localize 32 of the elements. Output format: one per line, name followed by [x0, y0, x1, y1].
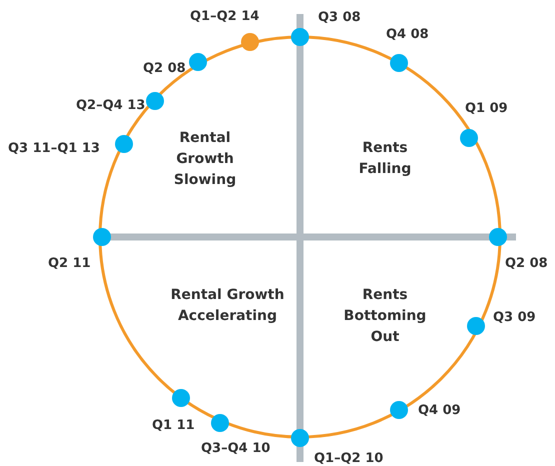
timeline-dot	[291, 28, 309, 46]
quadrant-label: Rental Growth Accelerating	[170, 286, 286, 326]
timeline-dot	[146, 92, 164, 110]
date-label: Q2 11	[48, 256, 91, 271]
quadrant-label: Rents Bottoming Out	[342, 286, 428, 347]
timeline-dot	[460, 129, 478, 147]
timeline-dot	[291, 429, 309, 447]
timeline-dot	[172, 389, 190, 407]
timeline-dot	[467, 317, 485, 335]
date-label: Q3 08	[318, 10, 361, 25]
timeline-dot	[115, 135, 133, 153]
date-label: Q1 11	[152, 418, 195, 433]
date-label: Q2 08	[143, 61, 186, 76]
quadrant-label: Rents Falling	[358, 139, 412, 179]
timeline-dot	[241, 33, 259, 51]
date-label: Q2–Q4 13	[76, 98, 146, 113]
date-label: Q1–Q2 10	[314, 451, 384, 466]
date-label: Q2 08	[505, 256, 548, 271]
date-label: Q3–Q4 10	[201, 441, 270, 456]
timeline-dot	[189, 53, 207, 71]
date-label: Q3 09	[493, 310, 536, 325]
quadrant-label: Rental Growth Slowing	[172, 129, 238, 190]
timeline-dot	[390, 54, 408, 72]
timeline-dot	[211, 414, 229, 432]
timeline-dot	[489, 228, 507, 246]
timeline-dot	[93, 228, 111, 246]
timeline-dot	[390, 401, 408, 419]
date-label: Q4 08	[386, 27, 429, 42]
date-label: Q1 09	[465, 101, 508, 116]
date-label: Q3 11–Q1 13	[8, 141, 100, 156]
date-label: Q1–Q2 14	[190, 9, 260, 24]
date-label: Q4 09	[418, 403, 461, 418]
